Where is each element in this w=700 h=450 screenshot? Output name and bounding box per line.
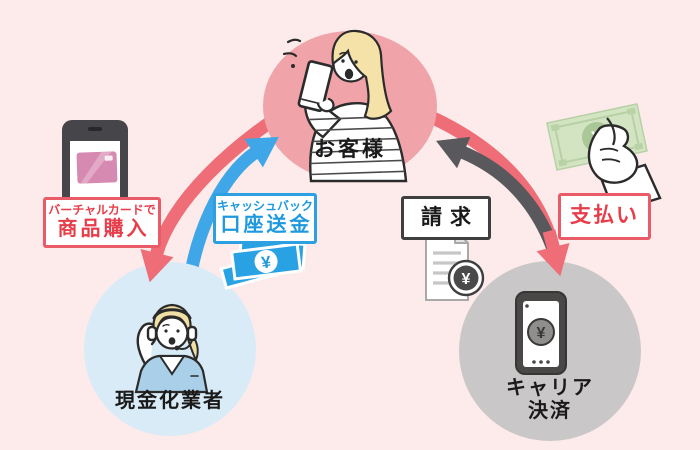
cashback-label: キャッシュバック 口座送金 — [213, 193, 317, 244]
carrier-billing-label: キャリア 決済 — [490, 377, 610, 423]
billing-arrow-head — [436, 136, 471, 169]
billing-label: 請求 — [401, 196, 491, 240]
yen-symbol: ¥ — [260, 252, 272, 272]
yen-symbol: ¥ — [462, 271, 471, 288]
operator-illustration — [134, 303, 209, 394]
invoice-icon: ¥ — [425, 229, 485, 301]
purchase-label-line1: バーチャルカードで — [48, 203, 156, 218]
carrier-billing-label-line2: 決済 — [528, 400, 572, 422]
cashback-arrow-head — [244, 136, 279, 168]
payment-label-text: 支払い — [570, 204, 639, 228]
blue-cash-bills-icon: ¥ — [219, 238, 307, 290]
virtual-card-phone-icon — [62, 120, 128, 216]
yen-symbol: ¥ — [537, 325, 546, 342]
cash-converter-label: 現金化業者 — [115, 390, 225, 412]
customer-label: お客様 — [314, 138, 386, 161]
billing-label-text: 請求 — [421, 205, 479, 229]
payment-label: 支払い — [558, 193, 651, 240]
payment-arrow-head — [536, 229, 570, 277]
cashback-label-line1: キャッシュバック — [216, 199, 313, 214]
carrier-billing-label-line1: キャリア — [506, 377, 594, 399]
customer-illustration — [282, 29, 408, 183]
yen-coin-icon: ¥ — [447, 259, 485, 297]
cashback-label-line2: 口座送金 — [220, 213, 313, 236]
purchase-label: バーチャルカードで 商品購入 — [43, 197, 161, 248]
purchase-label-line2: 商品購入 — [57, 217, 150, 240]
carrier-phone-icon: ¥ — [515, 291, 567, 375]
